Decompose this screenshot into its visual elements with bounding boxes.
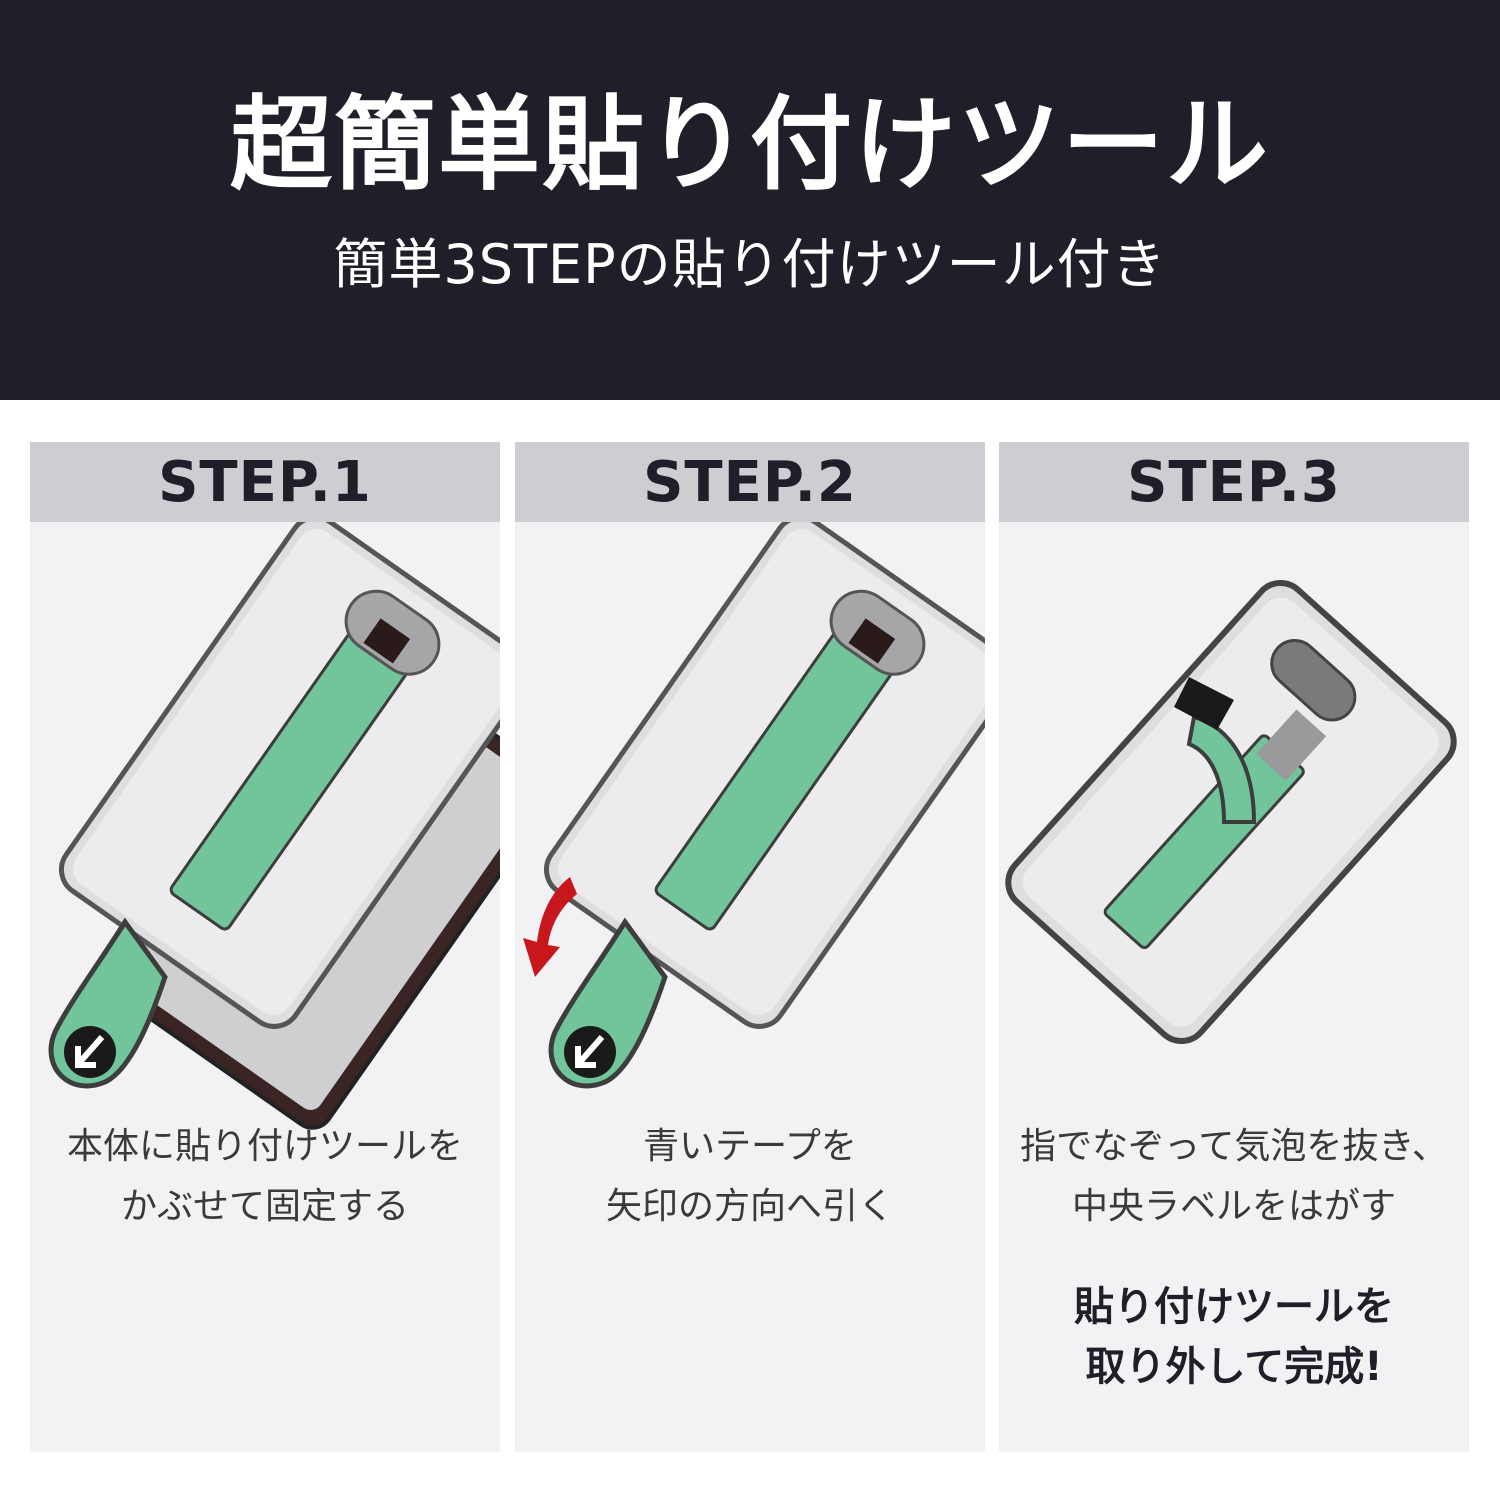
subtitle: 簡単3STEPの貼り付けツール付き: [333, 233, 1167, 296]
peeled-label: [1186, 714, 1257, 824]
step-header-1: STEP.1: [30, 442, 500, 522]
step-header-3: STEP.3: [999, 442, 1469, 522]
step-header-2: STEP.2: [515, 442, 985, 522]
note-line1: 貼り付けツールを: [1074, 1284, 1394, 1330]
down-arrow-icon: [75, 1035, 105, 1068]
tool-body: [543, 522, 985, 1029]
step-panel-1: STEP.1 本体に貼り付けツールを かぶせて固定する: [30, 442, 500, 1452]
header-banner: 超簡単貼り付けツール 簡単3STEPの貼り付けツール付き: [0, 0, 1500, 400]
step-panel-3: STEP.3 指でなぞって気泡を抜き、 中央ラベルをはがす 貼り付けツールを 取…: [999, 442, 1469, 1452]
step-panel-2: STEP.2 青いテープを 矢印の方向へ引く: [515, 442, 985, 1452]
step-label-1: STEP.1: [158, 449, 372, 515]
step-description-3: 指でなぞって気泡を抜き、 中央ラベルをはがす: [999, 1117, 1469, 1237]
main-title: 超簡単貼り付けツール: [230, 86, 1270, 205]
step1-desc-line1: 本体に貼り付けツールを: [66, 1126, 463, 1167]
step2-illustration: [523, 522, 985, 1089]
red-pull-arrow-icon: [523, 877, 577, 977]
step1-illustration: [48, 522, 500, 1130]
note-line2: 取り外して完成!: [1085, 1344, 1383, 1390]
tool-body: [58, 522, 500, 1029]
step-description-1: 本体に貼り付けツールを かぶせて固定する: [30, 1117, 500, 1237]
step-label-3: STEP.3: [1127, 449, 1341, 515]
step-description-2: 青いテープを 矢印の方向へ引く: [515, 1117, 985, 1237]
step-label-2: STEP.2: [643, 449, 857, 515]
completion-note: 貼り付けツールを 取り外して完成!: [999, 1277, 1469, 1397]
step2-desc-line2: 矢印の方向へ引く: [605, 1186, 894, 1227]
step2-desc-line1: 青いテープを: [643, 1126, 857, 1167]
step3-desc-line1: 指でなぞって気泡を抜き、: [1020, 1126, 1448, 1167]
label-tab: [1174, 677, 1234, 730]
step3-desc-line2: 中央ラベルをはがす: [1071, 1186, 1396, 1227]
step1-desc-line2: かぶせて固定する: [120, 1186, 409, 1227]
down-arrow-icon: [575, 1035, 605, 1068]
step3-illustration: [1005, 580, 1457, 1044]
